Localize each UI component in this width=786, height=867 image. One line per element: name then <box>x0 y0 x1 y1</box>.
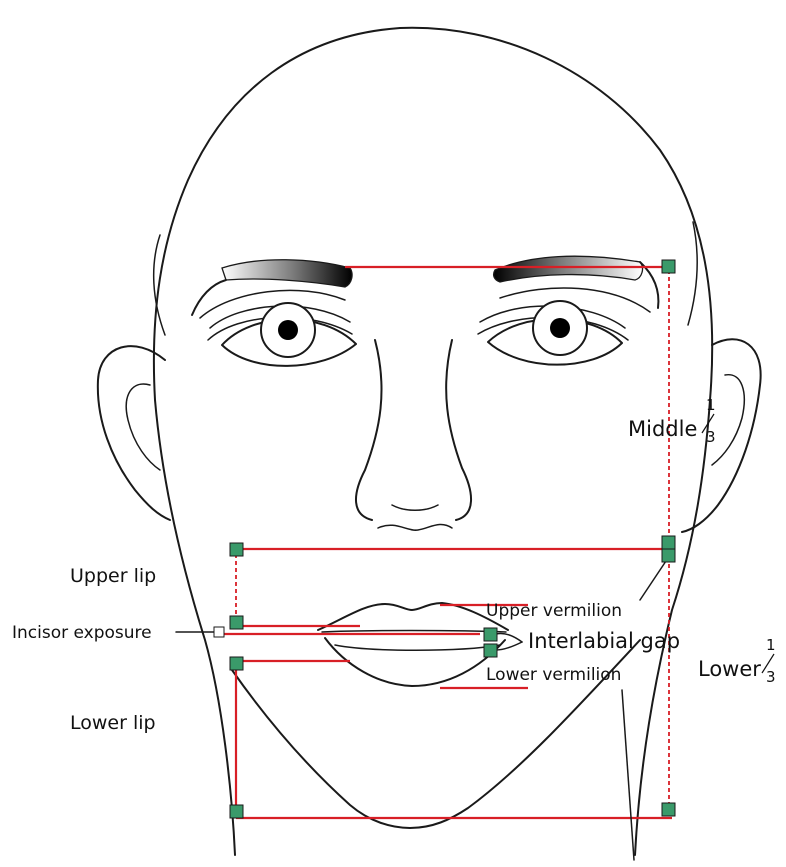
subnasale-marker-right-2 <box>662 549 675 562</box>
upper-vermilion-label: Upper vermilion <box>486 601 622 621</box>
right-ear-top <box>688 222 697 325</box>
menton-marker-right <box>662 803 675 816</box>
middle-third-numerator: 1 <box>706 396 716 414</box>
right-eyebrow <box>494 256 643 282</box>
mouth-opening-bottom <box>335 645 500 650</box>
interlabial-marker-top <box>484 628 497 641</box>
stomion-inferius-marker <box>230 657 243 670</box>
lower-vermilion-label: Lower vermilion <box>486 665 621 685</box>
incisor-tip-marker <box>214 627 224 637</box>
upper-lip-label: Upper lip <box>70 565 156 587</box>
menton-marker-left <box>230 805 243 818</box>
mouth-opening-top <box>322 631 506 633</box>
nose-tip <box>392 505 438 510</box>
interlabial-gap-label: Interlabial gap <box>528 629 680 653</box>
lower-lip-label: Lower lip <box>70 712 156 734</box>
left-eyebrow <box>222 260 352 287</box>
left-pupil <box>278 320 298 340</box>
lower-lip-outline <box>325 638 505 686</box>
interlabial-leader-top <box>496 633 522 642</box>
interlabial-marker-bottom <box>484 644 497 657</box>
right-ear-inner <box>712 375 744 465</box>
middle-third-label: Middle <box>628 417 697 441</box>
nose-right-line <box>446 340 471 520</box>
lower-third-numerator: 1 <box>766 636 776 654</box>
lower-third-label: Lower <box>698 657 761 681</box>
incisor-exposure-label: Incisor exposure <box>12 623 152 643</box>
stomion-superius-marker <box>230 616 243 629</box>
middle-third-denominator: 3 <box>706 428 716 446</box>
nose-base <box>378 525 452 531</box>
subnasale-marker-right <box>662 536 675 549</box>
lower-third-denominator: 3 <box>766 668 776 686</box>
brow-marker <box>662 260 675 273</box>
head-outline <box>154 28 712 855</box>
left-brow-arc <box>192 280 226 315</box>
lower-vermilion-leader <box>622 690 634 860</box>
subnasale-marker-left <box>230 543 243 556</box>
nose-left-line <box>356 340 382 520</box>
right-pupil <box>550 318 570 338</box>
